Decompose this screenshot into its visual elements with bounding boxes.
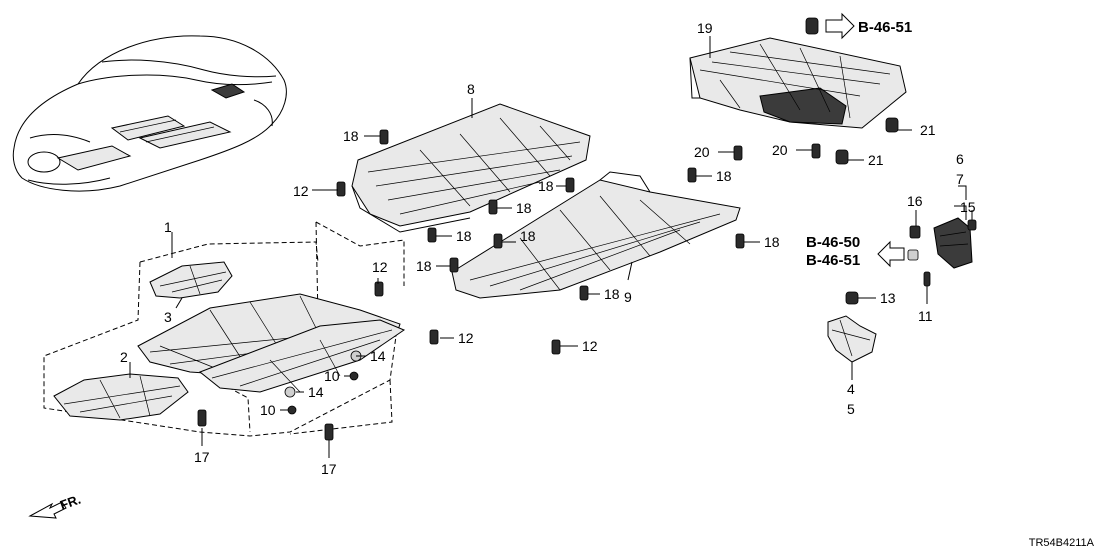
- part-6-7-splash-guard: [933, 217, 973, 269]
- callout-3: 3: [164, 309, 172, 325]
- part-3-small-undercover: [149, 261, 233, 299]
- callout-18c: 18: [716, 168, 732, 184]
- callout-21a: 21: [920, 122, 936, 138]
- reference-code-mid-2: B-46-51: [806, 252, 860, 269]
- part-8-center-undercover: [351, 103, 591, 233]
- callout-16: 16: [907, 193, 923, 209]
- callout-18e: 18: [456, 228, 472, 244]
- callout-20a: 20: [694, 144, 710, 160]
- front-direction-indicator: FR.: [28, 492, 83, 519]
- callout-9: 9: [624, 289, 632, 305]
- callout-18f: 18: [520, 228, 536, 244]
- callout-18d: 18: [516, 200, 532, 216]
- callout-14a: 14: [370, 348, 386, 364]
- callout-11: 11: [918, 308, 933, 324]
- callout-18g: 18: [416, 258, 432, 274]
- callout-12d: 12: [582, 338, 598, 354]
- callout-17b: 17: [321, 461, 337, 477]
- leader-lines: [129, 36, 973, 458]
- callout-2: 2: [120, 349, 128, 365]
- reference-top: B-46-51: [825, 12, 912, 40]
- arrow-right-icon: [825, 12, 855, 40]
- diagram-code: TR54B4211A: [1029, 537, 1095, 549]
- callout-17a: 17: [194, 449, 210, 465]
- part-19-rear-undercover: [689, 37, 907, 129]
- callout-10b: 10: [260, 402, 276, 418]
- callout-1: 1: [164, 219, 172, 235]
- callout-labels: 1 2 3 4 5 6 7 8 9 10 10 11 12 12 12 12 1…: [120, 20, 976, 477]
- part-1-front-undercover-assembly: [43, 221, 406, 437]
- reference-middle: B-46-50 B-46-51: [806, 234, 905, 269]
- reference-code-top: B-46-51: [858, 19, 912, 36]
- vehicle-overview-illustration: [12, 35, 287, 192]
- fasteners: [197, 17, 977, 441]
- callout-5: 5: [847, 401, 855, 417]
- callout-20b: 20: [772, 142, 788, 158]
- callout-12b: 12: [372, 259, 388, 275]
- reference-code-mid-1: B-46-50: [806, 234, 860, 251]
- arrow-left-icon: [877, 240, 905, 268]
- callout-12a: 12: [293, 183, 309, 199]
- callout-12c: 12: [458, 330, 474, 346]
- part-4-5-bracket: [827, 315, 877, 363]
- part-2-left-undercover: [53, 373, 189, 421]
- front-direction-label: FR.: [58, 492, 83, 513]
- callout-19: 19: [697, 20, 713, 36]
- callout-7: 7: [956, 171, 964, 187]
- callout-21b: 21: [868, 152, 884, 168]
- callout-13: 13: [880, 290, 896, 306]
- callout-18a: 18: [343, 128, 359, 144]
- callout-18h: 18: [764, 234, 780, 250]
- callout-8: 8: [467, 81, 475, 97]
- callout-10a: 10: [324, 368, 340, 384]
- callout-15: 15: [960, 199, 976, 215]
- callout-14b: 14: [308, 384, 324, 400]
- callout-4: 4: [847, 381, 855, 397]
- callout-6: 6: [956, 151, 964, 167]
- front-arrow-icon: [28, 501, 67, 519]
- callout-18i: 18: [604, 286, 620, 302]
- callout-18b: 18: [538, 178, 554, 194]
- part-9-floor-undercover: [451, 171, 741, 299]
